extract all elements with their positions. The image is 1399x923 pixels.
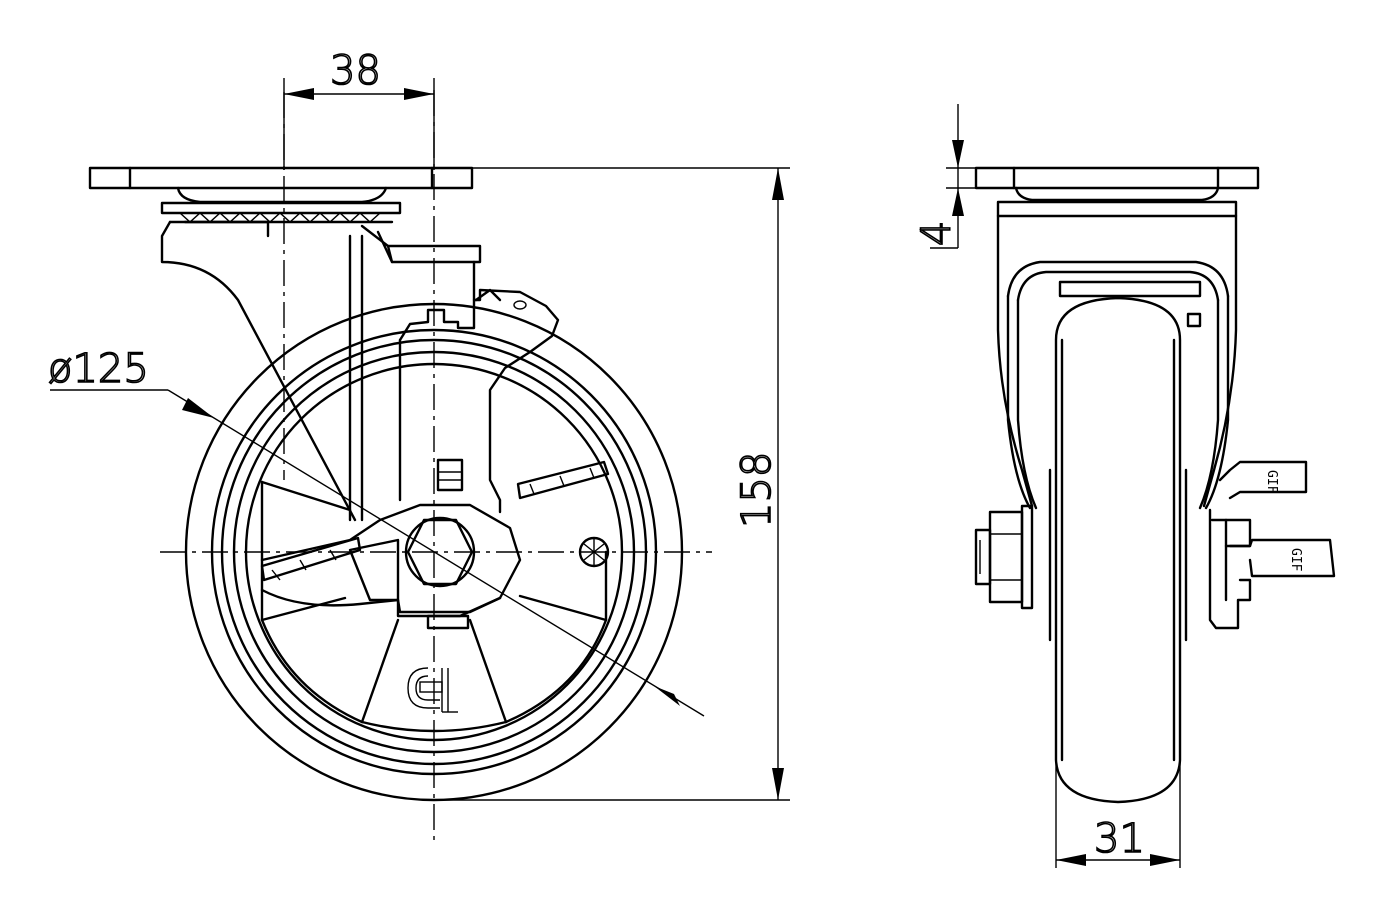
brake-pedal-upper bbox=[516, 460, 610, 500]
front-mounting-plate bbox=[974, 166, 1260, 190]
brake-housing bbox=[360, 224, 560, 514]
caster-front-view: GIF GIF bbox=[974, 166, 1336, 804]
brake-pedal-lower bbox=[260, 536, 362, 582]
offset-dimension-label: 38 bbox=[330, 48, 381, 94]
hub bbox=[260, 503, 522, 614]
dimension-wheel-width: 31 bbox=[1055, 760, 1181, 868]
diameter-dimension-label: ø125 bbox=[48, 346, 149, 392]
caster-side-view bbox=[88, 90, 712, 840]
dimension-offset: 38 bbox=[283, 47, 435, 170]
mounting-plate bbox=[88, 166, 474, 190]
fork-leg bbox=[160, 220, 357, 522]
front-wheel bbox=[1054, 296, 1182, 804]
dimension-plate-thickness: 4 bbox=[913, 104, 976, 249]
dimension-wheel-diameter: ø125 bbox=[47, 345, 705, 717]
manufacturer-logo bbox=[407, 667, 458, 713]
brake-mark-upper: GIF bbox=[1264, 470, 1279, 494]
plate-thickness-dimension-label: 4 bbox=[914, 221, 960, 246]
wheel-width-dimension-label: 31 bbox=[1094, 816, 1145, 862]
brake-mark-lower: GIF bbox=[1288, 548, 1303, 572]
front-brake-mechanism bbox=[1208, 508, 1252, 630]
front-axle-nut bbox=[988, 510, 1024, 604]
height-dimension-label: 158 bbox=[734, 452, 780, 528]
dimension-total-height: 158 bbox=[434, 167, 790, 801]
swivel-race bbox=[176, 186, 388, 204]
wheel-spokes bbox=[260, 480, 608, 733]
axle-nut bbox=[406, 518, 474, 586]
